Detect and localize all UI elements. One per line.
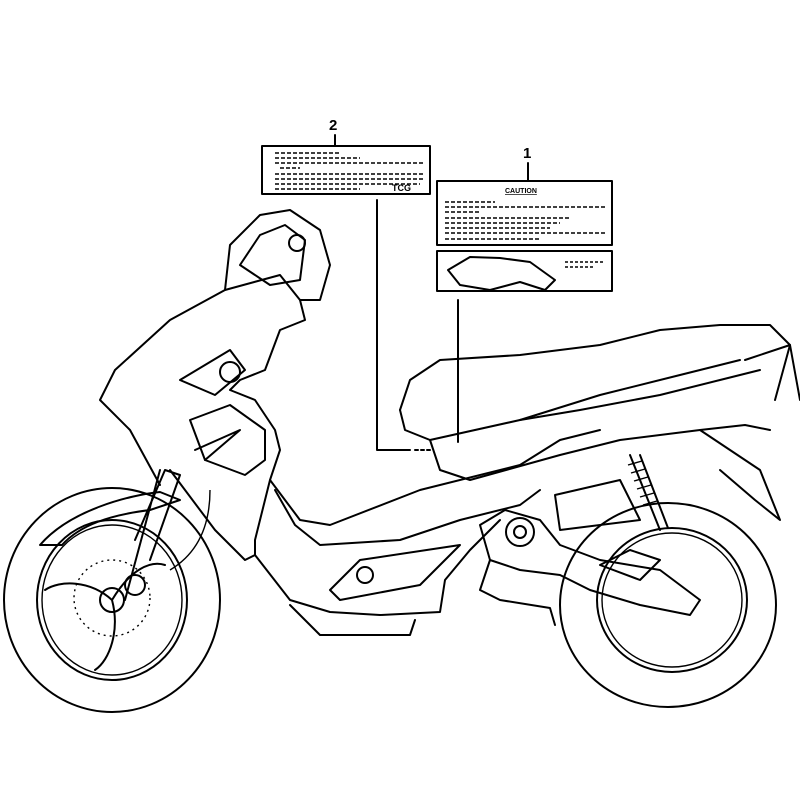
label-2-box: [261, 145, 431, 195]
headlight-cowl: [224, 209, 331, 301]
leader-line-2-body: [376, 199, 411, 451]
front-wheel: [3, 487, 221, 713]
label-1-picture-box: [436, 250, 613, 292]
label-2-code: TCG: [392, 183, 411, 193]
front-fender: [39, 491, 181, 546]
seat: [399, 324, 800, 411]
rear-body: [429, 424, 771, 481]
lower-panel: [254, 519, 501, 616]
front-shield: [99, 274, 306, 561]
callout-number-1: 1: [523, 145, 531, 162]
label-1-heading: CAUTION: [505, 188, 537, 195]
floorboard: [269, 429, 601, 526]
rear-shock: [629, 454, 669, 531]
callout-number-2: 2: [329, 117, 337, 134]
label-2-text-lines: [275, 152, 425, 190]
rear-wheel: [559, 502, 777, 708]
engine-swingarm: [479, 509, 701, 616]
label-1-box: [436, 180, 613, 246]
label-1-text-lines: [445, 201, 605, 240]
label-1-scooter-picture: [447, 256, 556, 291]
